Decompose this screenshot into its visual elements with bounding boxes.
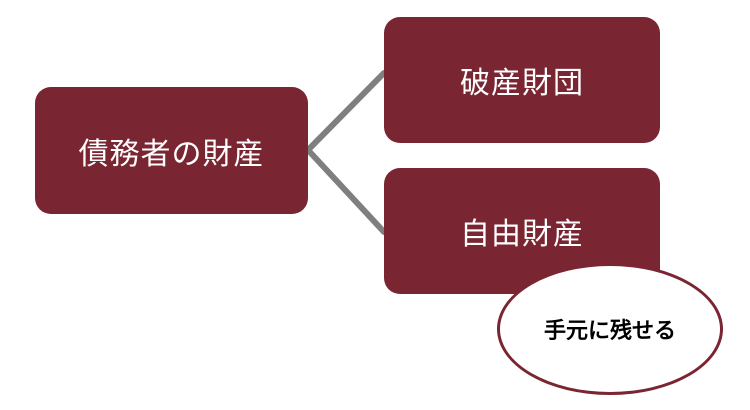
branch-node-top-label: 破産財団 — [460, 66, 584, 101]
callout-ellipse: 手元に残せる — [497, 263, 723, 395]
connector-to-bottom-branch — [305, 147, 387, 235]
branch-node-bottom: 自由財産 — [384, 168, 660, 294]
connector-to-top-branch — [305, 70, 387, 153]
root-node-label: 債務者の財産 — [78, 136, 265, 172]
root-node: 債務者の財産 — [35, 87, 308, 214]
branch-node-bottom-label: 自由財産 — [460, 217, 584, 252]
branch-node-top: 破産財団 — [384, 17, 660, 143]
callout-label: 手元に残せる — [543, 319, 676, 344]
